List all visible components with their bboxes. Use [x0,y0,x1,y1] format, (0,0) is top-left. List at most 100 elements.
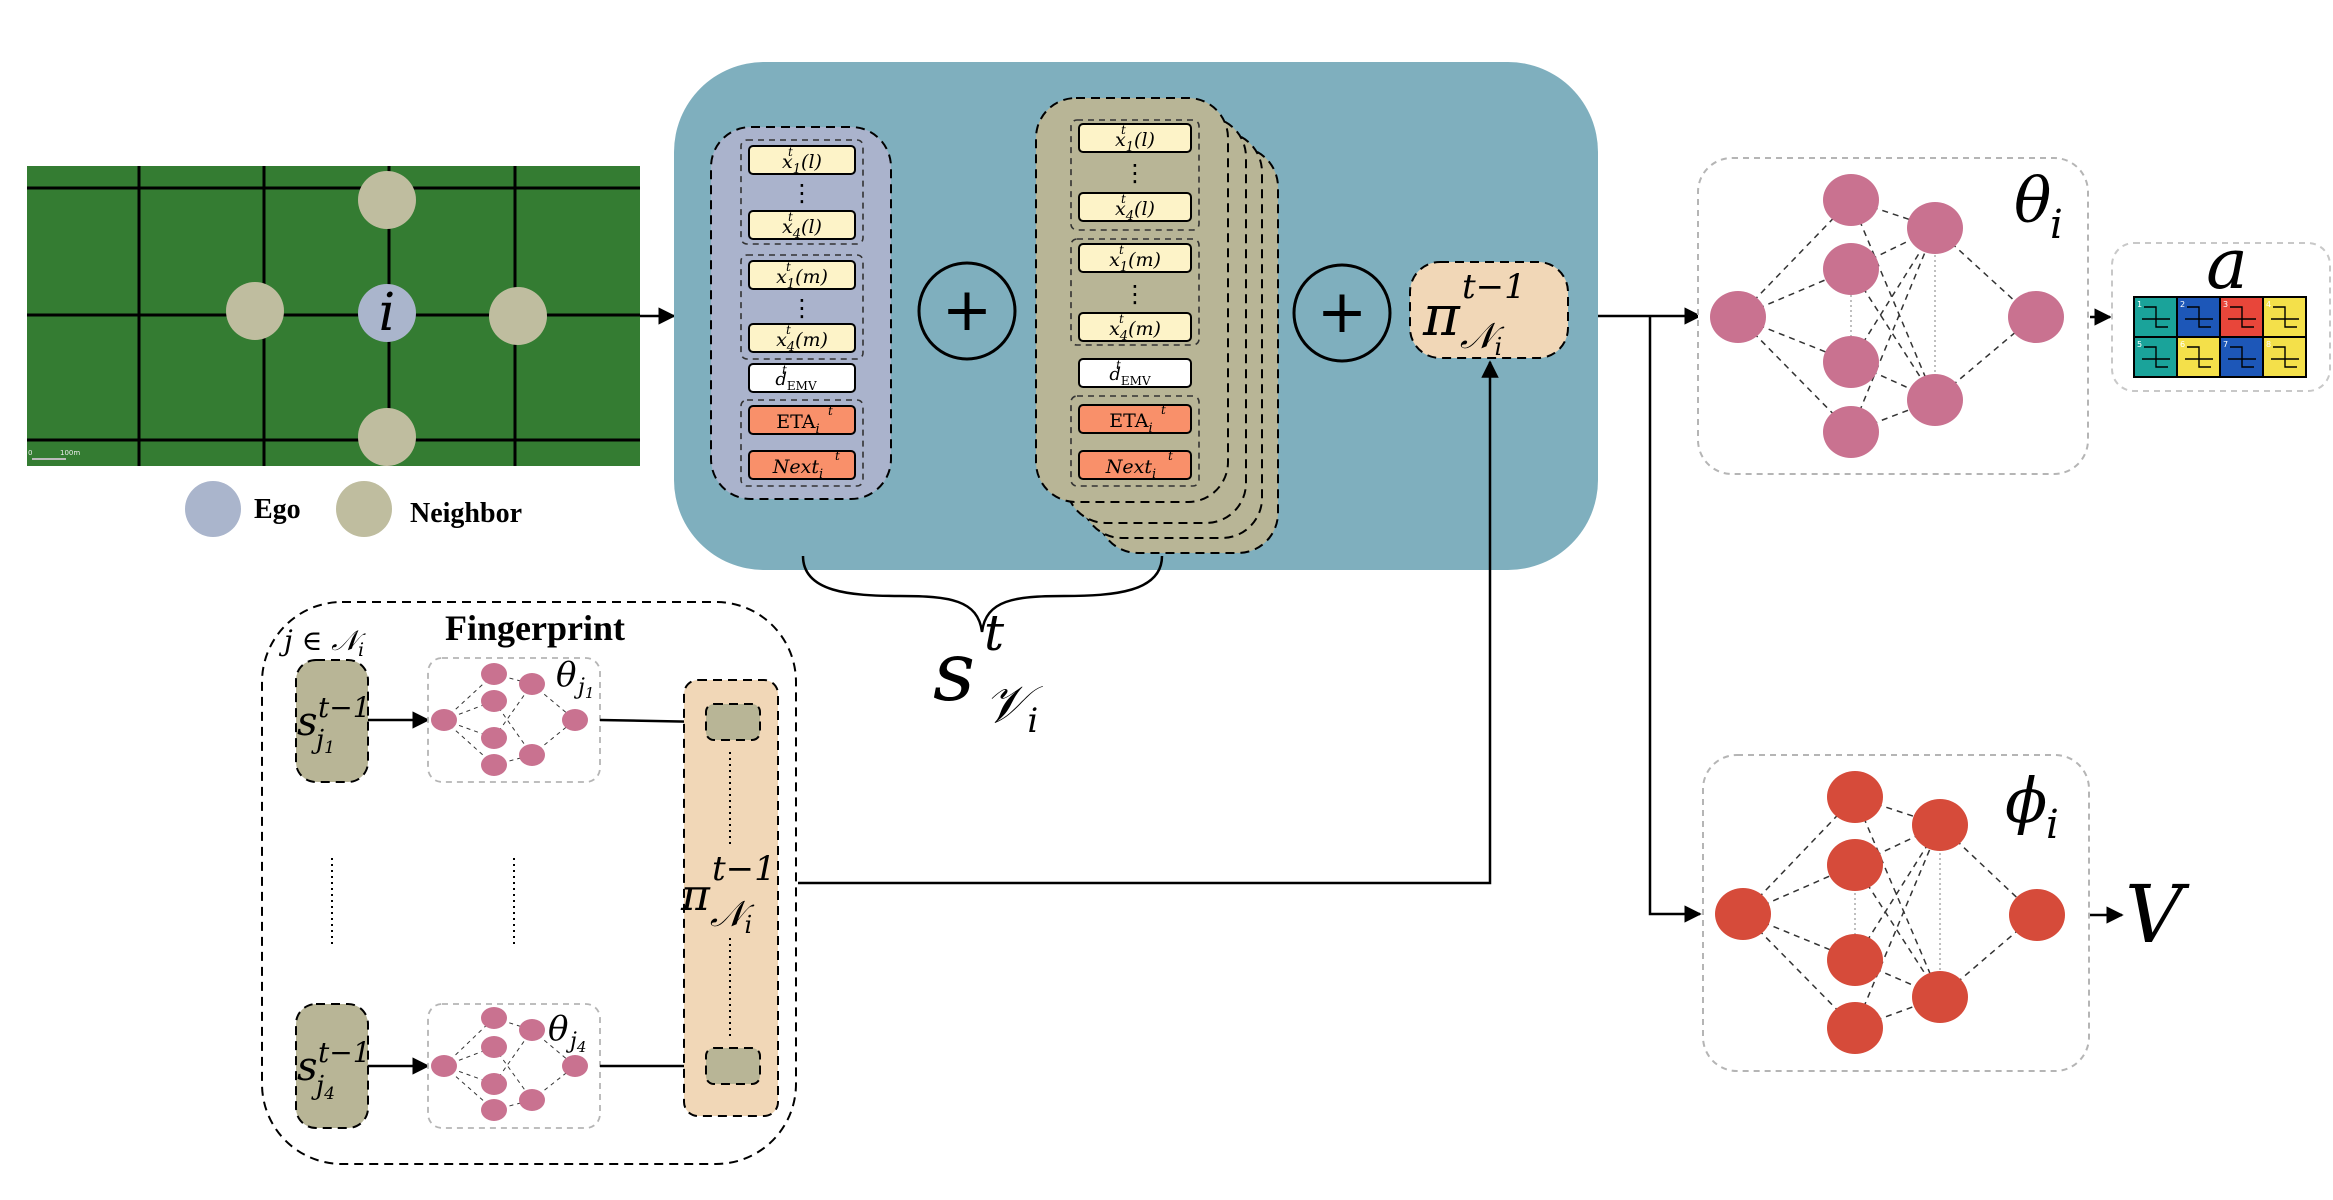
ego-next-sup: t [835,449,840,463]
ego-eta-cell [748,405,856,435]
neighbor-x4l-x: x [1115,198,1126,220]
actor-hidden2-neuron [1907,374,1963,426]
ego-node [358,284,416,342]
actor-theta: θ [2014,164,2051,237]
action-phase-number: 1 [2137,300,2142,309]
actor-edge [1737,199,1852,318]
neighbor-net-4-neuron [519,1019,545,1041]
ego-demv-sub: EMV [787,379,817,393]
ego-eta-group [740,399,864,487]
ego-demv-sup: t [782,363,787,377]
neighbor-mid-group [1070,238,1200,346]
action-phase-number: 7 [2223,340,2228,349]
ego-next-text: Nexti [772,456,823,482]
action-label: a [2206,223,2248,305]
action-phase-arrow-icon [2271,306,2299,328]
neighbor-next-label: Next [1105,456,1153,478]
neighbor-x1l-text: x1(l) [1115,129,1155,155]
action-phase-arrow-icon [2185,346,2213,368]
neighbor-demv-cell [1078,358,1192,388]
fingerprint-policy-sup: t−1 [712,849,776,889]
ego-lane-group [740,139,864,245]
legend: Ego Neighbor [185,481,522,537]
neighbor-x1l-x: x [1115,129,1126,151]
neighbor-net-4-neuron [562,1055,588,1077]
ego-x1m-x: x [776,266,787,288]
critic-phi-sub: i [2046,802,2059,848]
ego-legend-label: Ego [254,494,301,525]
neighbor-demv-sup: t [1116,358,1121,372]
ego-x4l-arg: (l) [801,216,822,238]
neighbor-net-4-neuron [431,1055,457,1077]
critic-hidden2-neuron [1912,971,1968,1023]
fingerprint-frame [261,601,797,1165]
intersection-map: i 0 100m [27,166,640,466]
critic-edge [1939,919,2031,998]
ego-observation-stack: x1(l) t ⋮ x4(l) t x1(m) t ⋮ x4(m) t dEMV… [710,126,892,500]
ego-x1m-arg: (m) [795,266,828,288]
fingerprint-policy-subsub: i [745,911,753,939]
action-phase-arrow-icon [2142,346,2170,368]
critic-network: ϕ i [1702,754,2090,1072]
ego-next-sub: i [819,467,823,482]
neighbor-eta-group [1070,395,1200,487]
neighbor-x1m-cell [1078,243,1192,273]
neighbor-eta-cell [1078,404,1192,434]
neighbor-state-1-sup: t−1 [318,691,371,724]
ego-eta-sub: i [816,422,820,437]
neighbor-net-1-neuron [481,663,507,685]
action-phase-arrow-icon [2185,306,2213,328]
fingerprint-j-sub: i [358,639,364,661]
neighbor-net-1-neuron [562,709,588,731]
neighbor-x4m-sup: t [1119,312,1124,326]
neighbor-x1l-arg: (l) [1134,129,1155,151]
actor-hidden2-neuron [1907,202,1963,254]
state-symbol: s [933,625,975,720]
critic-hidden1-neuron [1827,1002,1883,1054]
actor-hidden1-neuron [1823,406,1879,458]
ego-x4l-text: x4(l) [782,216,822,242]
neighbor-net-4-neuron [481,1073,507,1095]
neighbor-dots-2: ⋮ [1123,280,1147,308]
neighbor-next-text: Nexti [1105,456,1156,482]
critic-network-frame [1702,754,2090,1072]
critic-hidden1-neuron [1827,771,1883,823]
to-critic-arrow [1648,316,1702,923]
state-subsub: i [1027,701,1038,741]
neighbor-x1m-sup: t [1119,243,1124,257]
neighbor-demv-d: d [1109,364,1121,385]
neighbor-net-1-neuron [481,690,507,712]
neighbor-policy-pi: π [1422,284,1461,349]
neighbor-observation-stack: x1(l) t ⋮ x4(l) t x1(m) t ⋮ x4(m) t dEMV… [1035,97,1279,554]
ego-x1l-cell [748,145,856,175]
neighbor-net-4-neuron [481,1036,507,1058]
fingerprint-policy-column [683,679,779,1117]
neighbor-node-bottom [358,408,416,466]
neighbor-state-4-sup: t−1 [318,1036,371,1069]
neighbor-eta-text: ETAi [1109,410,1152,436]
fingerprint-j-text: j ∈ 𝒩 [278,624,366,657]
neighbor-x4l-arg: (l) [1134,198,1155,220]
ego-x4m-x: x [776,329,787,351]
neighbor-next-cell [1078,450,1192,480]
neighbor-x4m-sub: 4 [1119,329,1128,344]
actor-hidden1-neuron [1823,243,1879,295]
neighbor-x1m-arg: (m) [1128,249,1161,271]
neighbor-x4m-cell [1078,312,1192,342]
actor-hidden1-neuron [1823,174,1879,226]
action-phase-number: 2 [2180,300,2185,309]
action-phase-number: 4 [2266,300,2271,309]
plus-operator-1-symbol: + [942,275,992,345]
neighbor-policy-box [1409,261,1569,359]
ego-x4l-cell [748,210,856,240]
ego-x4m-arg: (m) [795,329,828,351]
neighbor-net-4-neuron [519,1089,545,1111]
critic-hidden2-neuron [1912,799,1968,851]
neighbor-policy-subscript: 𝒩i [1460,316,1505,361]
actor-network-frame [1697,157,2089,475]
ego-mid-group [740,254,864,360]
neighbor-net-4-theta: θ [548,1009,568,1049]
neighbor-policy-sup: t−1 [1462,267,1526,307]
neighbor-x4l-sup: t [1121,192,1126,206]
